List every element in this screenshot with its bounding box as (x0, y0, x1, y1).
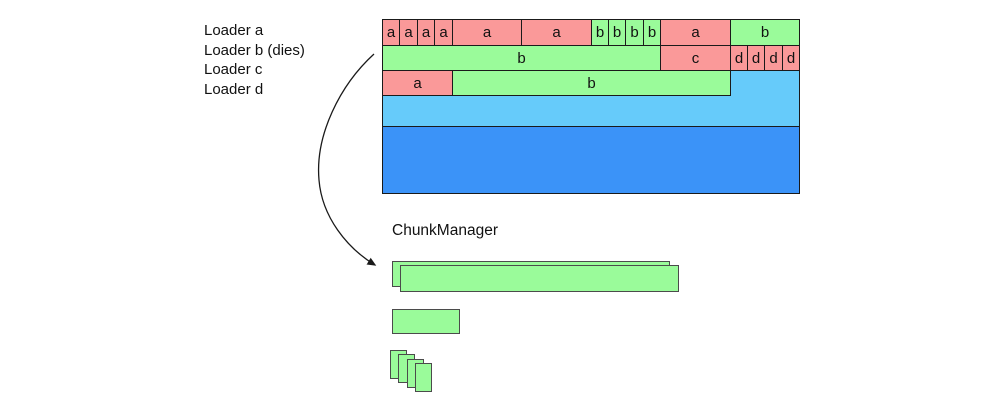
flow-arrow (317, 53, 377, 266)
alloc-cell-b: b (625, 19, 644, 46)
alloc-cell-a: a (660, 19, 731, 46)
chunk-large-front (400, 265, 679, 292)
flow-arrow-path (317, 53, 377, 266)
alloc-cell-a: a (382, 70, 453, 96)
alloc-cell-a: a (452, 19, 522, 46)
alloc-cell-b: b (730, 19, 800, 46)
alloc-cell-c: c (660, 45, 731, 71)
alloc-cell-b: b (452, 70, 731, 96)
alloc-cell-a: a (521, 19, 592, 46)
loader-c-label: Loader c (204, 61, 263, 79)
alloc-cell-d: d (747, 45, 765, 71)
reserved-band (382, 126, 800, 194)
loader-d-label: Loader d (204, 80, 264, 98)
alloc-cell-a: a (434, 19, 453, 46)
chunk-small-4 (415, 363, 432, 392)
loader-legend: Loader a Loader b (dies) Loader c Loader… (204, 21, 305, 99)
alloc-cell-d: d (782, 45, 800, 71)
alloc-cell-d: d (764, 45, 783, 71)
alloc-cell-b: b (608, 19, 626, 46)
alloc-cell-a: a (417, 19, 435, 46)
alloc-cell-b: b (643, 19, 661, 46)
alloc-cell-d: d (730, 45, 748, 71)
chunkmanager-label: ChunkManager (392, 222, 498, 239)
chunk-medium (392, 309, 460, 334)
loader-a-label: Loader a (204, 22, 264, 39)
free-space-band (382, 96, 800, 126)
loader-b-label: Loader b (dies) (204, 41, 305, 59)
alloc-cell-b: b (382, 45, 661, 71)
alloc-cell-b: b (591, 19, 609, 46)
